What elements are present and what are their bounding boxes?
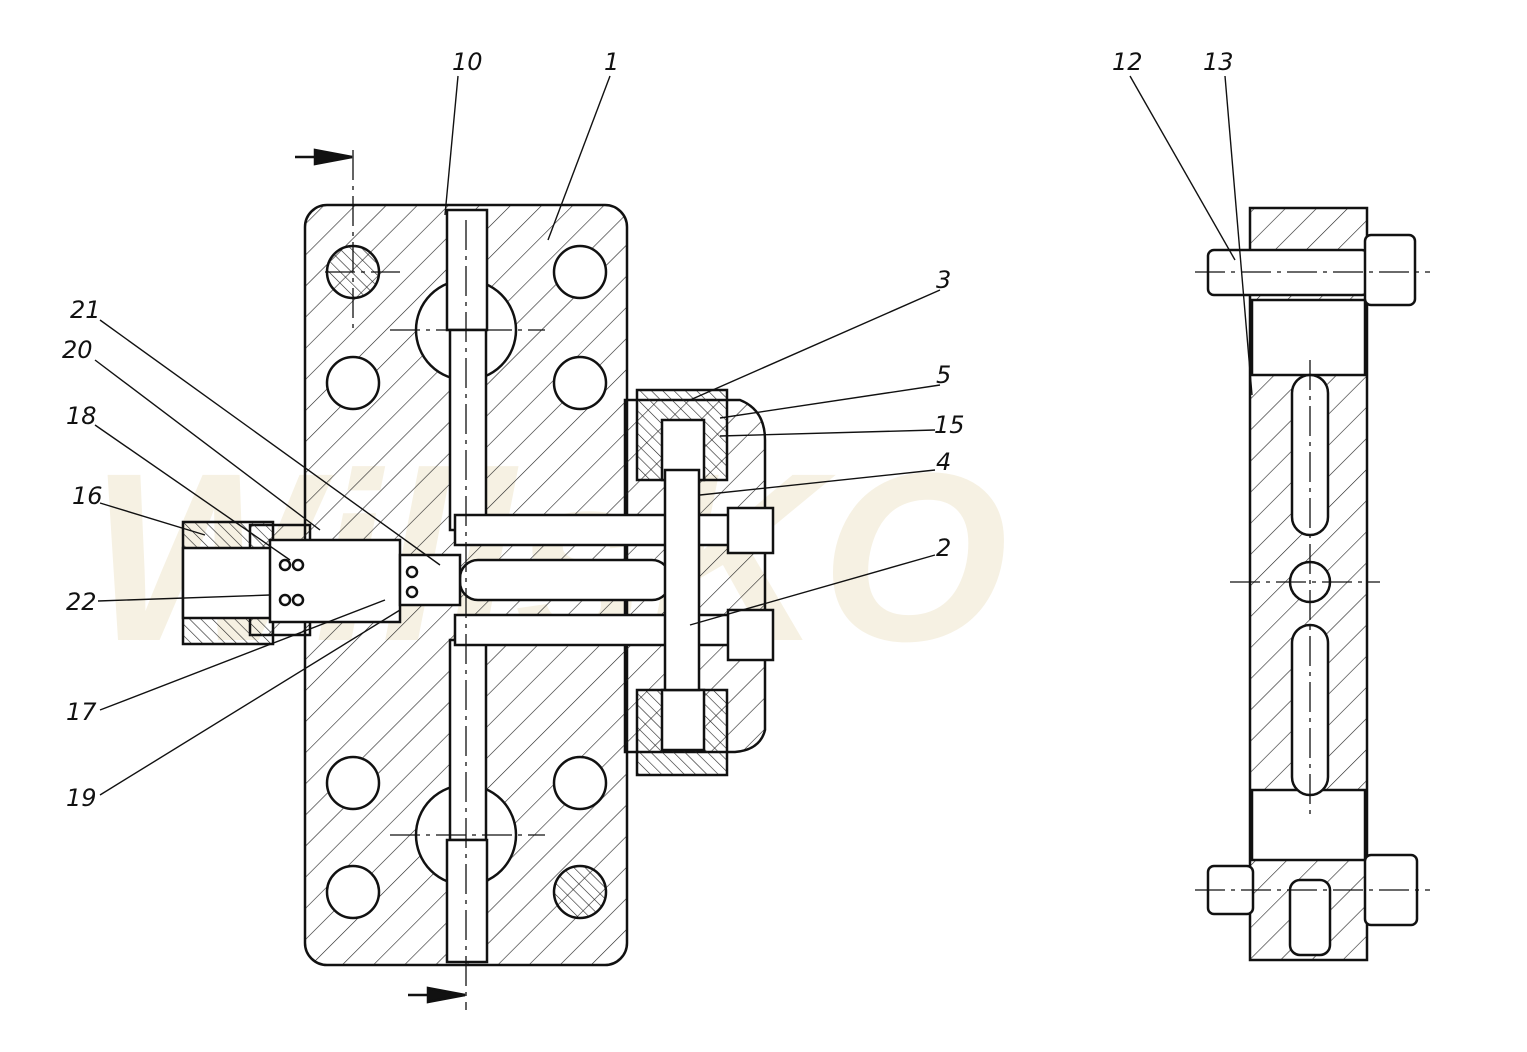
label-22: 22 [66, 588, 97, 616]
label-3: 3 [936, 266, 951, 294]
label-16: 16 [72, 482, 103, 510]
side-view-section [1206, 206, 1419, 962]
label-4: 4 [936, 448, 951, 476]
label-1: 1 [604, 48, 619, 76]
label-17: 17 [66, 698, 97, 726]
label-10: 10 [452, 48, 483, 76]
section-arrows [295, 148, 466, 1004]
center-lines [325, 150, 1430, 1010]
leader-lines [94, 75, 1253, 796]
label-19: 19 [66, 784, 97, 812]
label-15: 15 [934, 411, 965, 439]
label-12: 12 [1112, 48, 1143, 76]
label-2: 2 [936, 534, 951, 562]
main-block-section [181, 203, 775, 967]
label-5: 5 [936, 361, 951, 389]
label-13: 13 [1203, 48, 1234, 76]
label-20: 20 [62, 336, 93, 364]
label-18: 18 [66, 402, 97, 430]
label-21: 21 [70, 296, 101, 324]
